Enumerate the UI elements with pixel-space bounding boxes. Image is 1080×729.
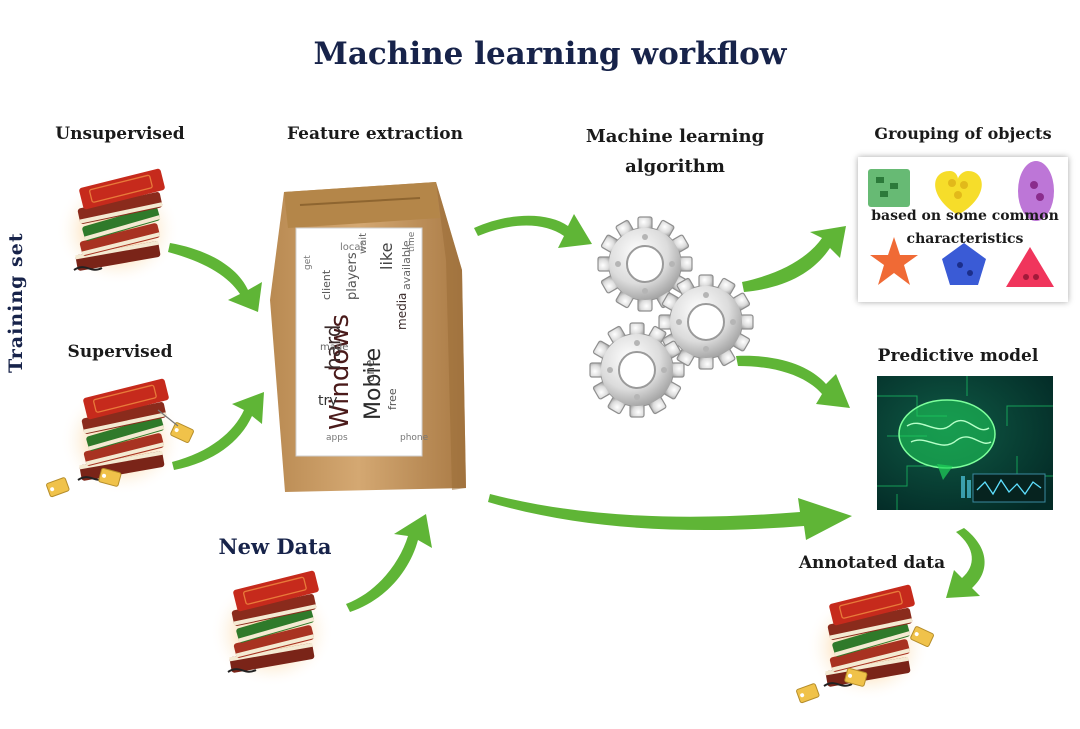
ml-algorithm-label-line2: algorithm [625,156,725,177]
new-data-label: New Data [218,534,332,559]
word-cloud-word: media [395,293,409,330]
arrow-unsupervised-to-bag [168,243,262,312]
training-set-label: Training set [5,232,27,373]
unsupervised-books-icon [55,167,181,286]
supervised-label: Supervised [67,342,173,362]
arrow-gears-to-predictive [736,355,850,408]
word-cloud-word: apps [326,433,348,443]
word-cloud-word: available [400,240,413,290]
gears-icon [589,216,754,418]
word-cloud-word: try [318,393,338,409]
word-cloud-word: hard [321,325,345,371]
arrow-gears-to-grouping [742,226,846,292]
arrow-newdata-to-bag [346,514,432,612]
arrow-bag-to-gears [474,214,592,248]
annotated-books-icon [795,583,935,704]
word-cloud-label [295,227,423,457]
word-cloud-word: Mobile [361,348,386,420]
word-cloud-word: local [340,242,363,253]
word-cloud-word: Windows [325,314,355,430]
grouping-panel [858,157,1068,302]
predictive-model-image [877,376,1053,510]
ml-algorithm-label-line1: Machine learning [585,126,765,147]
word-cloud-word: players [345,252,360,300]
word-cloud-word: like [377,243,396,270]
word-cloud-word: client [320,269,333,300]
brain-shape [899,400,995,468]
diagram-title: Machine learning workflow [313,36,787,72]
predictive-model-label: Predictive model [877,346,1039,366]
new-data-books-icon [209,569,335,688]
colored-shapes-icon [868,161,1054,287]
word-cloud-word: wait [358,233,369,254]
brain-circuit-icon [877,376,1053,510]
arrow-bag-to-predictive [488,494,852,540]
unsupervised-label: Unsupervised [55,124,185,144]
grouping-label: Grouping of objects [874,124,1052,143]
word-cloud-word: one [363,360,377,382]
arrow-supervised-to-bag [172,392,264,470]
grouping-caption-line2: characteristics [906,231,1024,247]
grouping-caption-line1: based on some common [871,208,1059,224]
word-cloud-word: get [303,255,313,270]
word-cloud-word: time [407,231,417,252]
word-cloud-word: phone [400,433,429,443]
supervised-books-icon [45,377,195,498]
arrow-predictive-to-annotated [946,528,985,598]
arrows [168,214,985,612]
feature-extraction-label: Feature extraction [286,124,463,144]
word-cloud-word: made [320,342,348,353]
word-cloud-word: free [386,388,399,410]
annotated-data-label: Annotated data [798,553,946,573]
